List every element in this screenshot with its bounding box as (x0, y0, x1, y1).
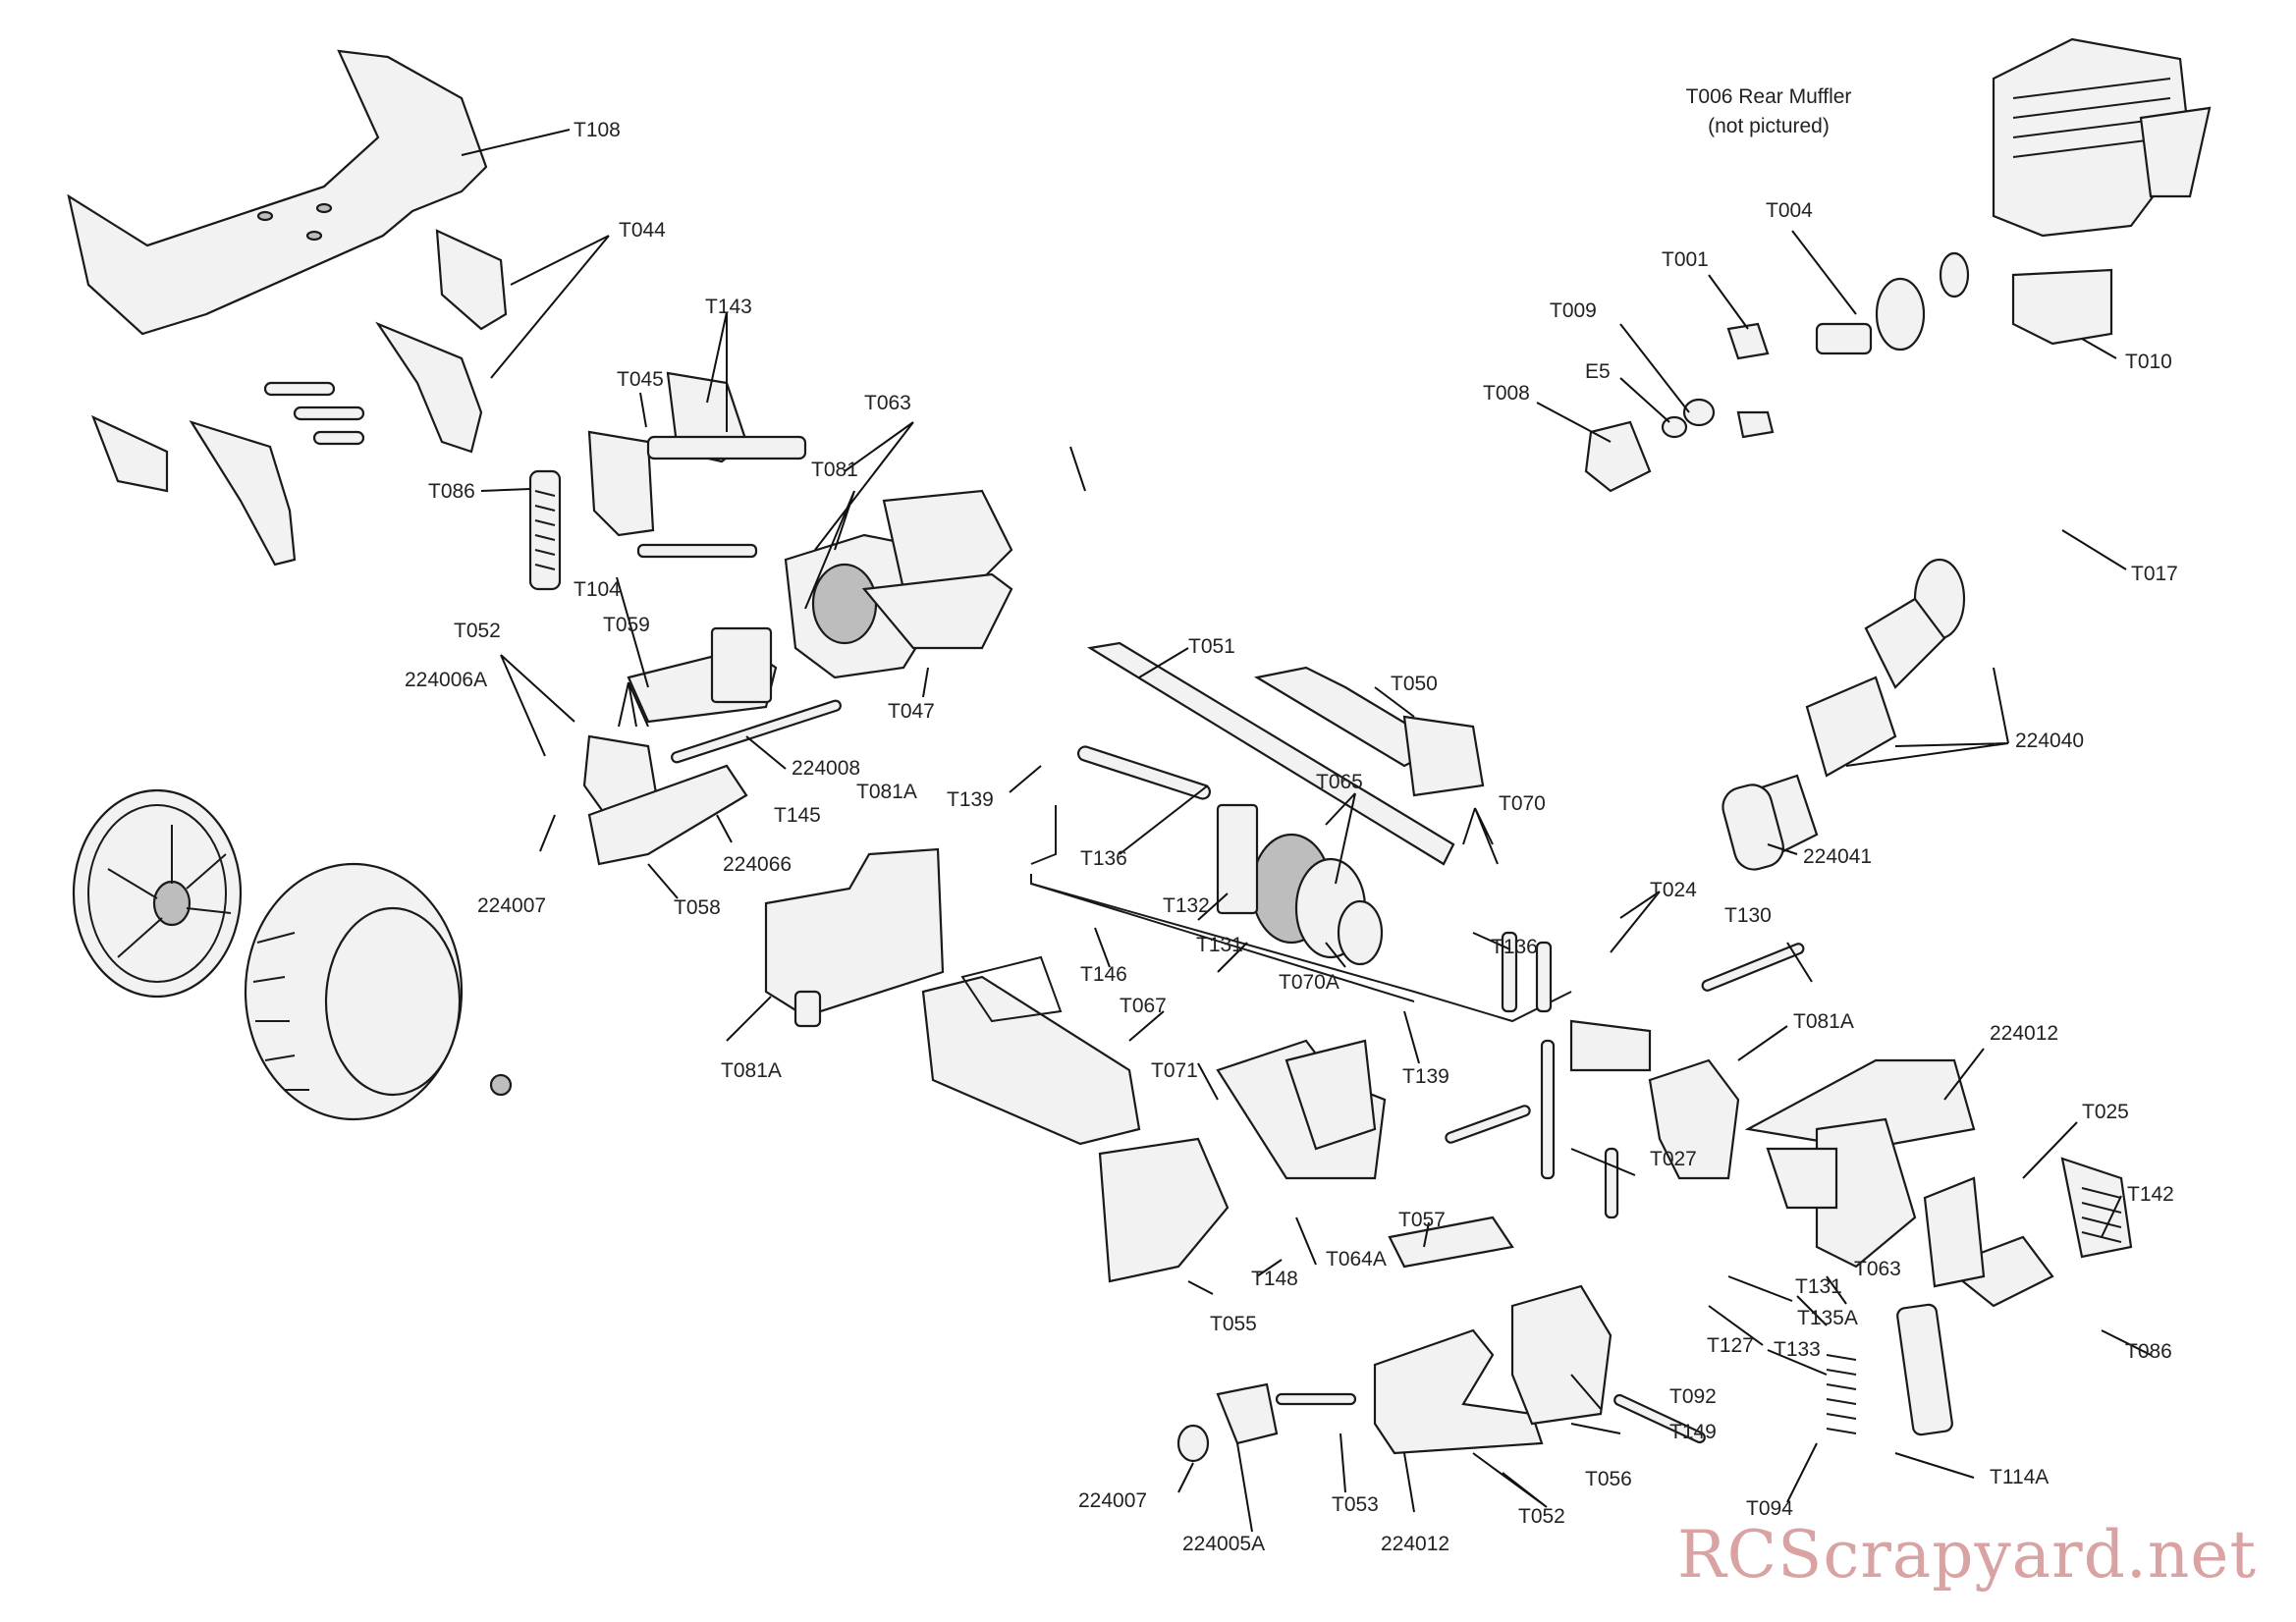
rear-tire (244, 862, 513, 1121)
part-label-T131-b: T131 (1795, 1275, 1842, 1298)
front-hub (1176, 1382, 1706, 1463)
fuel-tank (921, 955, 1141, 1146)
part-label-T086-b: T086 (2125, 1340, 2172, 1363)
part-label-T143: T143 (705, 296, 752, 318)
part-label-T127: T127 (1707, 1334, 1754, 1357)
part-label-224041: 224041 (1803, 845, 1873, 868)
part-label-T142: T142 (2127, 1183, 2174, 1206)
part-label-T139: T139 (947, 788, 994, 811)
part-label-T052: T052 (454, 620, 501, 642)
part-label-T051: T051 (1188, 635, 1235, 658)
part-label-T065: T065 (1316, 771, 1363, 793)
part-label-T009: T009 (1550, 299, 1597, 322)
part-label-T135A: T135A (1797, 1307, 1858, 1329)
front-bulkhead (1648, 1058, 1976, 1269)
part-label-T050: T050 (1391, 673, 1438, 695)
part-label-T130: T130 (1724, 904, 1772, 927)
part-label-T081A-b: T081A (721, 1059, 782, 1082)
rear-muffler-note-line1: T006 Rear Muffler (1685, 85, 1852, 108)
part-label-T004: T004 (1766, 199, 1813, 222)
clutch-parts (1584, 277, 1926, 493)
wing-mounts (90, 229, 508, 567)
part-label-T081A: T081A (856, 781, 917, 803)
part-label-T064A: T064A (1326, 1248, 1387, 1271)
part-label-T133: T133 (1774, 1338, 1821, 1361)
part-label-T045: T045 (617, 368, 664, 391)
part-label-T104: T104 (574, 578, 621, 601)
radio-tray (1098, 1039, 1387, 1283)
part-label-T081A-c: T081A (1793, 1010, 1854, 1033)
part-label-T081: T081 (811, 459, 858, 481)
part-label-T044: T044 (619, 219, 666, 242)
part-label-T149: T149 (1669, 1421, 1717, 1443)
rear-muffler-note: T006 Rear Muffler (not pictured) (1656, 82, 1882, 142)
chassis-plate (1030, 641, 1572, 1023)
part-label-T008: T008 (1483, 382, 1530, 405)
engine (1939, 37, 2212, 346)
part-label-T071: T071 (1151, 1059, 1198, 1082)
part-label-T146: T146 (1080, 963, 1127, 986)
part-label-T070: T070 (1499, 792, 1546, 815)
part-label-T131: T131 (1196, 934, 1243, 956)
part-label-T027: T027 (1650, 1148, 1697, 1170)
part-label-T058: T058 (674, 896, 721, 919)
part-label-T136: T136 (1080, 847, 1127, 870)
part-label-T070A: T070A (1279, 971, 1339, 994)
part-label-T067: T067 (1120, 995, 1167, 1017)
air-filter (764, 847, 945, 1028)
part-label-T059: T059 (603, 614, 650, 636)
rear-muffler-note-line2: (not pictured) (1708, 115, 1830, 138)
part-label-224040: 224040 (2015, 730, 2085, 752)
part-label-T132: T132 (1163, 894, 1210, 917)
part-label-T057: T057 (1398, 1209, 1446, 1231)
part-label-T114A: T114A (1990, 1466, 2050, 1488)
part-label-T024: T024 (1650, 879, 1697, 901)
part-label-T001: T001 (1662, 248, 1709, 271)
part-label-E5: E5 (1585, 360, 1611, 383)
part-label-224008: 224008 (792, 757, 861, 780)
part-label-T108: T108 (574, 119, 621, 141)
part-label-T017: T017 (2131, 563, 2178, 585)
part-label-T148: T148 (1251, 1268, 1298, 1290)
part-label-T136-b: T136 (1491, 936, 1538, 958)
part-label-T139-b: T139 (1402, 1065, 1449, 1088)
steering-linkage (1445, 931, 1805, 1219)
part-label-224012: 224012 (1990, 1022, 2059, 1045)
part-label-T086: T086 (428, 480, 475, 503)
part-label-T145: T145 (774, 804, 821, 827)
part-label-T056: T056 (1585, 1468, 1632, 1490)
part-label-T063: T063 (864, 392, 911, 414)
part-label-T025: T025 (2082, 1101, 2129, 1123)
part-label-224012-b: 224012 (1381, 1533, 1450, 1555)
part-label-224007-b: 224007 (1078, 1489, 1148, 1512)
exhaust-pipe (1722, 558, 1966, 871)
part-label-224005A: 224005A (1182, 1533, 1266, 1555)
center-diff (1076, 745, 1384, 966)
front-shock (1826, 1157, 2133, 1436)
rear-wheel (72, 788, 243, 999)
part-label-T092: T092 (1669, 1385, 1717, 1408)
part-label-T047: T047 (888, 700, 935, 723)
watermark: RCScrapyard.net (1676, 1517, 2257, 1593)
part-label-T052-b: T052 (1518, 1505, 1565, 1528)
part-label-T094: T094 (1746, 1497, 1793, 1520)
part-label-T055: T055 (1210, 1313, 1257, 1335)
part-label-224066: 224066 (723, 853, 793, 876)
part-label-T010: T010 (2125, 351, 2172, 373)
part-label-224006A: 224006A (405, 669, 488, 691)
front-arm (1373, 1216, 1613, 1455)
part-label-T053: T053 (1332, 1493, 1379, 1516)
rear-wing (67, 49, 488, 336)
part-label-T063-b: T063 (1854, 1258, 1901, 1280)
part-label-224007: 224007 (477, 894, 547, 917)
